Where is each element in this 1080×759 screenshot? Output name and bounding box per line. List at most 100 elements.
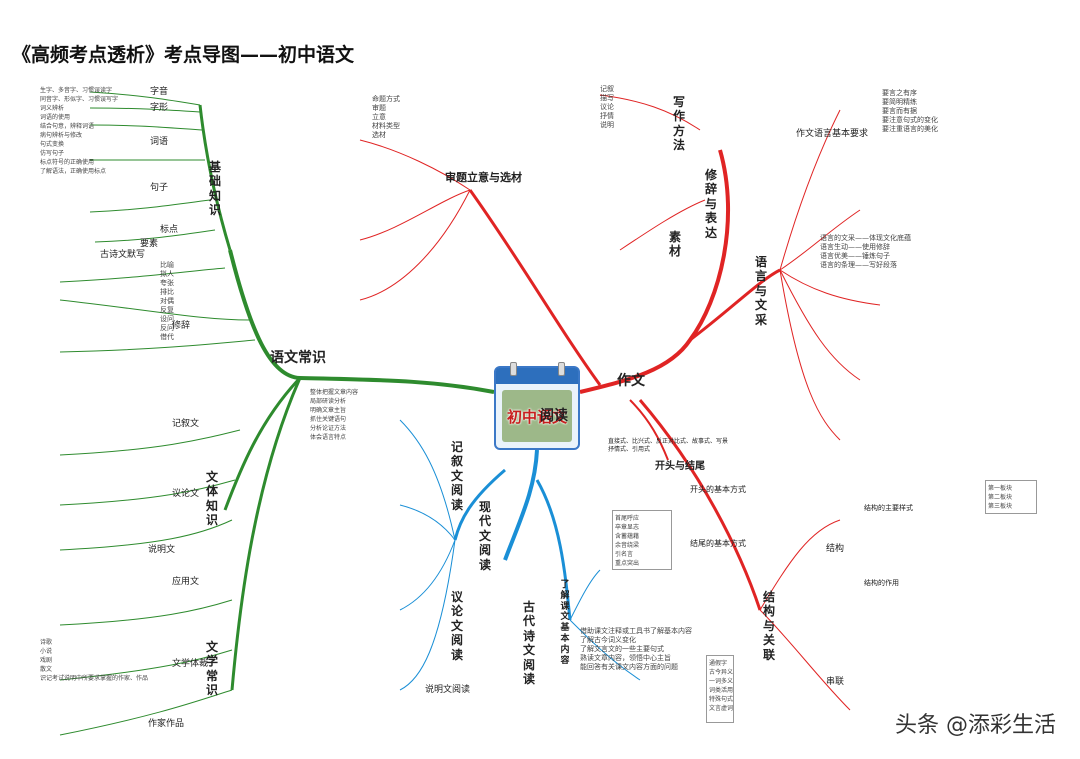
node-yilun-yuedu[interactable]: 议论文阅读: [450, 590, 463, 662]
node-zuojia-zuopin[interactable]: 作家作品: [148, 719, 185, 729]
node-shuoming-yuedu[interactable]: 说明文阅读: [425, 685, 471, 695]
lotus-image: [502, 390, 572, 442]
node-zixing[interactable]: 字形: [150, 103, 169, 113]
list-item: 一词多义: [709, 678, 734, 685]
list-item: 了解语法，正确使用标点: [40, 168, 107, 175]
list-item: 分析论证方法: [310, 425, 347, 432]
xiandai-list: 整体把握文章内容 局部研读分析 明确文章主旨 抓住关键语句 分析论证方法 体会语…: [310, 390, 358, 444]
list-item: 病句辨析与修改: [40, 132, 83, 139]
center-node[interactable]: 初中语文: [494, 362, 580, 450]
node-yingyongwen[interactable]: 应用文: [172, 577, 200, 587]
node-liaojie-neirong[interactable]: 了解课文基本内容: [560, 580, 570, 666]
node-juzi[interactable]: 句子: [150, 183, 169, 193]
kaitou-text: 直接式、比兴式、反正对比式、故事式、写景抒情式、引用式: [608, 438, 729, 453]
node-biaodian[interactable]: 标点: [160, 225, 179, 235]
list-item: 描写: [600, 94, 614, 102]
node-xiuci-biaoda[interactable]: 修辞与表达: [704, 168, 717, 240]
list-item: 首尾呼应: [615, 515, 640, 522]
list-item: 语言的文采——体现文化底蕴: [820, 234, 911, 242]
node-wenti-zhishi[interactable]: 文体知识: [205, 470, 218, 528]
node-jiegou-guanlian[interactable]: 结构与关联: [762, 590, 775, 662]
list-item: 第三板块: [988, 503, 1013, 510]
branch-wenxue: [230, 377, 302, 691]
list-item: 体会语言特点: [310, 434, 347, 441]
node-ziyin[interactable]: 字音: [150, 87, 169, 97]
node-yuyan-wencai[interactable]: 语言与文采: [754, 255, 767, 327]
node-yuwen-changshi[interactable]: 语文常识: [270, 350, 326, 366]
list-item: 同音字、形似字、习惯误写字: [40, 96, 119, 103]
node-xiandai[interactable]: 现代文阅读: [478, 500, 491, 572]
list-item: 特殊句式: [709, 696, 734, 703]
node-yuedu[interactable]: 阅读: [540, 408, 568, 424]
branch-wenti: [223, 376, 302, 511]
node-chuanlian[interactable]: 串联: [826, 677, 845, 687]
node-jiegou[interactable]: 结构: [826, 544, 845, 554]
node-yaosu[interactable]: 要素: [140, 239, 159, 249]
list-item: 材料类型: [372, 122, 400, 130]
node-jixu-yuedu[interactable]: 记叙文阅读: [450, 440, 463, 512]
list-item: 要注意句式的变化: [882, 116, 938, 124]
list-item: 了解古今词义变化: [580, 636, 636, 644]
calendar-bar: [496, 368, 578, 384]
list-item: 通假字: [709, 660, 728, 667]
list-item: 语言优美——锤炼句子: [820, 252, 890, 260]
list-item: 结合句意，辨释词语: [40, 123, 95, 130]
list-item: 小说: [40, 648, 53, 655]
list-item: 选材: [372, 131, 386, 139]
ring-icon: [558, 362, 565, 376]
branch-jiegou: [638, 399, 762, 611]
list-item: 立意: [372, 113, 386, 121]
list-item: 重点突出: [615, 560, 640, 567]
list-item: 整体把握文章内容: [310, 389, 359, 396]
node-kaitou-fangshi[interactable]: 开头的基本方式: [690, 485, 746, 494]
list-item: 词类活用: [709, 687, 734, 694]
page-title: 《高频考点透析》考点导图——初中语文: [12, 44, 355, 66]
node-guwen-moxie[interactable]: 古诗文默写: [100, 250, 146, 260]
list-item: 设问: [160, 315, 174, 323]
branch-gudai: [535, 479, 572, 621]
node-shuomingwen[interactable]: 说明文: [148, 545, 176, 555]
gudai-list: 借助课文注释或工具书了解基本内容 了解古今词义变化 了解文言文的一些主要句式 熟…: [580, 628, 692, 673]
node-yilunwen[interactable]: 议论文: [172, 489, 200, 499]
branch-yuyan: [689, 268, 781, 342]
list-item: 标点符号的正确使用: [40, 159, 95, 166]
node-yuyan-jiben[interactable]: 作文语言基本要求: [796, 129, 869, 139]
node-jiegou-yangshi[interactable]: 结构的主要样式: [864, 504, 913, 512]
node-jixuwen[interactable]: 记叙文: [172, 419, 200, 429]
list-item: 古今异义: [709, 669, 734, 676]
xiezuo-list: 记叙 描写 议论 抒情 说明: [600, 86, 614, 131]
node-jiewei-fangshi[interactable]: 结尾的基本方式: [690, 539, 746, 548]
list-item: 反问: [160, 324, 174, 332]
node-kaitou-jiewei[interactable]: 开头与结尾: [655, 461, 705, 472]
node-ciyu[interactable]: 词语: [150, 137, 169, 147]
list-item: 诗歌: [40, 639, 53, 646]
list-item: 能回答有关课文内容方面的问题: [580, 663, 678, 671]
node-xiuci[interactable]: 修辞: [172, 321, 191, 331]
node-sucai[interactable]: 素材: [668, 230, 681, 259]
node-zuowen[interactable]: 作文: [617, 373, 645, 389]
list-item: 熟读文章内容，领悟中心主旨: [580, 654, 671, 662]
list-item: 散文: [40, 666, 53, 673]
node-shenti[interactable]: 审题立意与选材: [445, 171, 522, 184]
list-item: 对偶: [160, 297, 174, 305]
node-xiezuo-fangfa[interactable]: 写作方法: [672, 95, 685, 153]
node-gudai[interactable]: 古代诗文阅读: [522, 600, 535, 686]
list-item: 记叙: [600, 85, 614, 93]
list-item: 含蓄蕴藉: [615, 533, 640, 540]
node-jichu-zhishi[interactable]: 基础知识: [208, 160, 221, 218]
list-item: 命题方式: [372, 95, 400, 103]
list-item: 语言生动——使用修辞: [820, 243, 890, 251]
list-item: 反复: [160, 306, 174, 314]
list-item: 词语的使用: [40, 114, 71, 121]
list-item: 排比: [160, 288, 174, 296]
branch-jichu: [198, 104, 232, 251]
node-wenxue-ticai[interactable]: 文学体裁: [172, 659, 209, 669]
list-item: 句式变换: [40, 141, 65, 148]
list-item: 要言之有序: [882, 89, 917, 97]
branch-zuowen: [579, 149, 731, 394]
node-wenxue-changshi[interactable]: 文学常识: [205, 640, 218, 698]
list-item: 第二板块: [988, 494, 1013, 501]
list-item: 词义辨析: [40, 105, 65, 112]
node-jiegou-zuoyong[interactable]: 结构的作用: [864, 579, 899, 587]
